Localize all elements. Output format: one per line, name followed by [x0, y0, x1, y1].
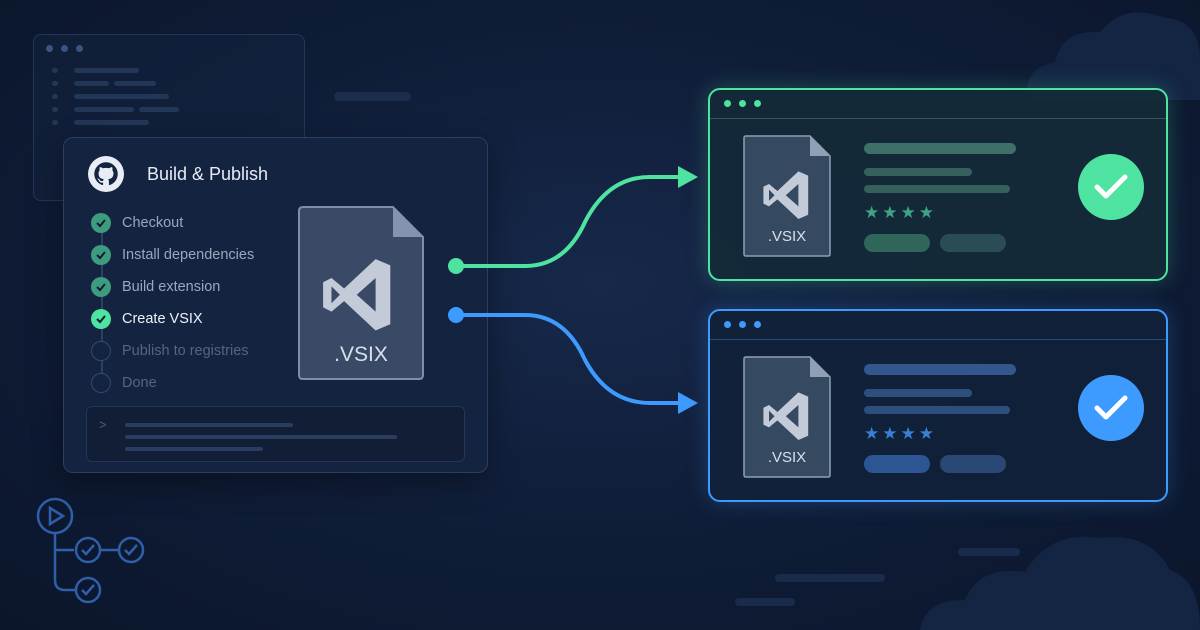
window-dots	[46, 45, 83, 52]
vscode-icon	[763, 171, 809, 219]
file-label: .VSIX	[767, 449, 807, 466]
vsix-file-icon: .VSIX	[742, 355, 832, 479]
cloud-decoration-bottom	[920, 536, 1200, 630]
cloud-decoration-top	[1027, 12, 1200, 100]
step-build-extension[interactable]: Build extension	[91, 277, 220, 297]
blue-arrow-line	[456, 313, 680, 405]
success-check-icon	[1078, 375, 1144, 441]
workflow-graph-icon	[36, 497, 145, 604]
step-publish-to-registries[interactable]: Publish to registries	[91, 341, 249, 361]
card-titlebar	[710, 311, 1166, 340]
blue-arrowhead	[678, 392, 698, 414]
check-icon	[91, 309, 111, 329]
green-arrowhead	[678, 166, 698, 188]
publish-arrows	[448, 166, 698, 414]
terminal-prompt: >	[99, 417, 107, 432]
vsix-file-artifact[interactable]: .VSIX	[297, 205, 425, 381]
step-label: Install dependencies	[122, 247, 255, 263]
step-label: Publish to registries	[122, 343, 249, 359]
pending-circle-icon	[91, 341, 111, 361]
vscode-icon	[763, 392, 809, 440]
marketplace-card-blue[interactable]: .VSIX ★★★★	[708, 309, 1168, 502]
step-done[interactable]: Done	[91, 373, 157, 393]
vscode-icon	[323, 259, 391, 331]
step-label: Build extension	[122, 279, 221, 295]
success-check-icon	[1078, 154, 1144, 220]
pending-circle-icon	[91, 373, 111, 393]
vsix-file-icon: .VSIX	[742, 134, 832, 258]
check-icon	[91, 213, 111, 233]
step-checkout[interactable]: Checkout	[91, 213, 183, 233]
check-icon	[91, 277, 111, 297]
check-icon	[91, 245, 111, 265]
details-pill[interactable]	[940, 455, 1006, 473]
github-icon	[88, 156, 124, 192]
details-pill[interactable]	[940, 234, 1006, 252]
rating-stars: ★★★★	[864, 424, 937, 443]
pipeline-title: Build & Publish	[147, 164, 269, 184]
step-connector	[101, 218, 103, 388]
green-arrow-line	[456, 175, 680, 268]
file-label: .VSIX	[334, 343, 388, 366]
step-label: Checkout	[122, 215, 184, 231]
decor-bar	[334, 92, 411, 101]
install-pill[interactable]	[864, 455, 930, 473]
step-create-vsix[interactable]: Create VSIX	[91, 309, 203, 329]
step-label: Done	[122, 375, 157, 391]
file-icon	[298, 206, 424, 380]
terminal-log: >	[86, 406, 465, 462]
step-label: Create VSIX	[122, 311, 203, 327]
step-install-dependencies[interactable]: Install dependencies	[91, 245, 254, 265]
card-titlebar	[710, 90, 1166, 119]
file-label: .VSIX	[767, 228, 807, 245]
marketplace-card-green[interactable]: .VSIX ★★★★	[708, 88, 1168, 281]
install-pill[interactable]	[864, 234, 930, 252]
rating-stars: ★★★★	[864, 203, 937, 222]
